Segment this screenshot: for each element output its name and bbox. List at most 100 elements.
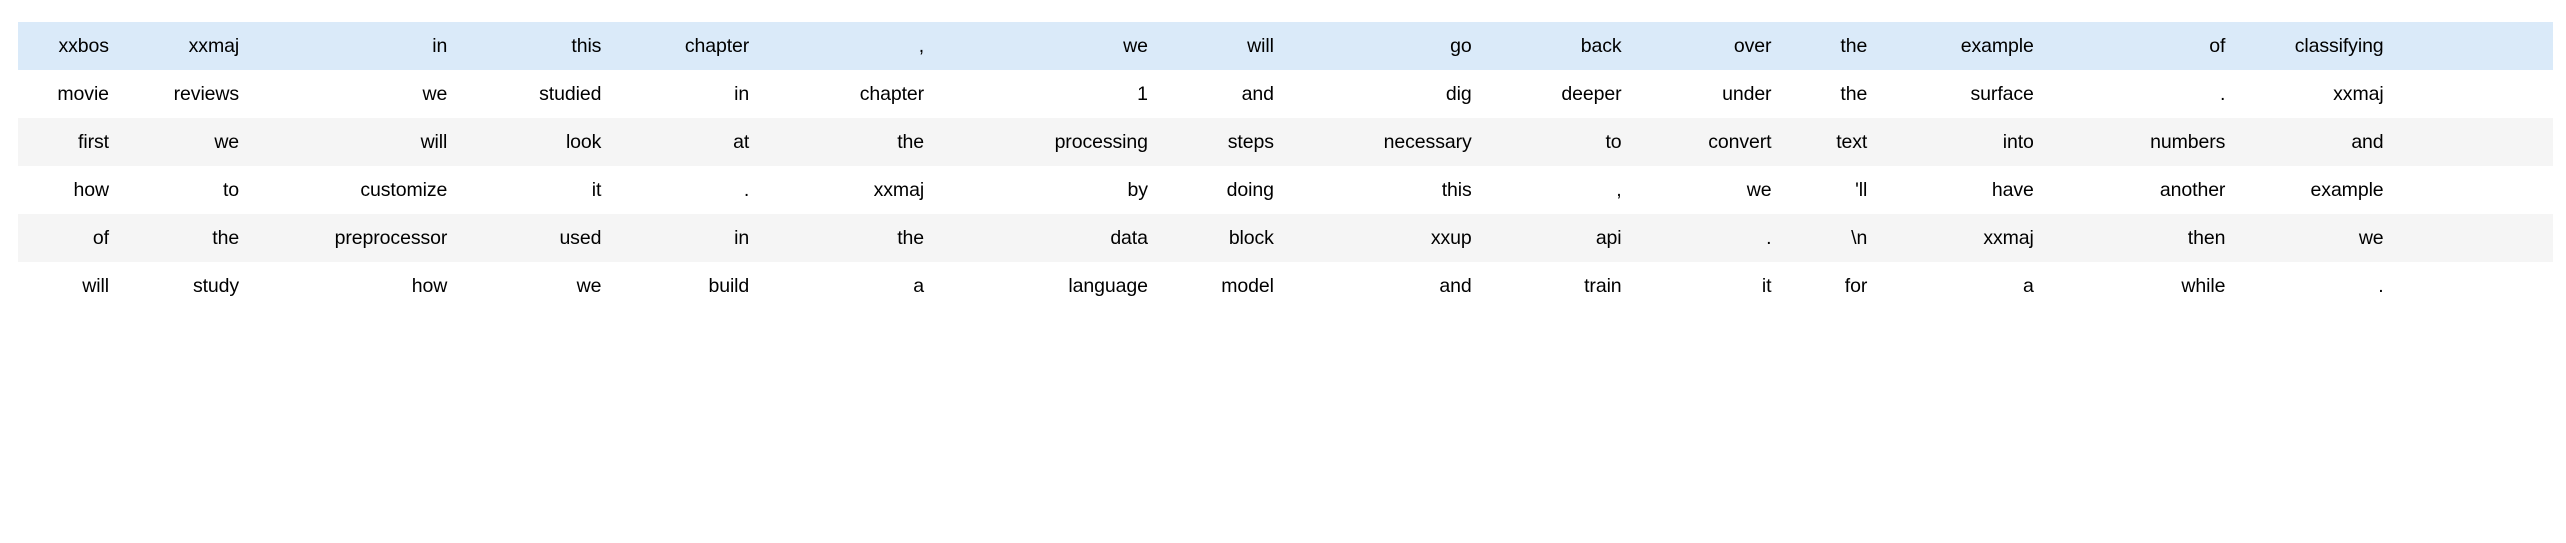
token-cell: example bbox=[2234, 166, 2393, 214]
token-cell: xxmaj bbox=[758, 166, 934, 214]
token-cell: a bbox=[758, 262, 934, 310]
token-cell: movie bbox=[18, 70, 118, 118]
token-cell: . bbox=[2234, 262, 2393, 310]
token-cell: doing bbox=[1156, 166, 1283, 214]
token-cell: another bbox=[2042, 166, 2235, 214]
token-cell: deeper bbox=[1480, 70, 1631, 118]
token-cell: first bbox=[18, 118, 118, 166]
token-cell: how bbox=[18, 166, 118, 214]
token-cell: 'll bbox=[1780, 166, 1877, 214]
token-cell: in bbox=[610, 70, 759, 118]
token-cell: we bbox=[933, 22, 1157, 70]
token-cell: we bbox=[456, 262, 611, 310]
token-cell: used bbox=[456, 214, 611, 262]
token-cell: preprocessor bbox=[248, 214, 457, 262]
token-cell: under bbox=[1630, 70, 1781, 118]
token-cell: over bbox=[1630, 22, 1781, 70]
token-cell: xxmaj bbox=[1876, 214, 2043, 262]
token-cell: 1 bbox=[933, 70, 1157, 118]
token-cell: at bbox=[610, 118, 759, 166]
token-cell: in bbox=[610, 214, 759, 262]
token-cell: study bbox=[117, 262, 249, 310]
token-cell: this bbox=[456, 22, 611, 70]
token-cell: and bbox=[1282, 262, 1481, 310]
token-cell: look bbox=[456, 118, 611, 166]
token-cell: language bbox=[933, 262, 1157, 310]
token-cell: we bbox=[117, 118, 249, 166]
token-cell: we bbox=[248, 70, 457, 118]
token-cell: \n bbox=[1780, 214, 1877, 262]
token-cell bbox=[2392, 262, 2553, 310]
token-cell: will bbox=[1156, 22, 1283, 70]
token-cell: data bbox=[933, 214, 1157, 262]
token-cell: into bbox=[1876, 118, 2043, 166]
token-cell: the bbox=[1780, 22, 1877, 70]
token-cell: steps bbox=[1156, 118, 1283, 166]
token-cell: . bbox=[2042, 70, 2235, 118]
token-cell: it bbox=[456, 166, 611, 214]
token-cell: the bbox=[758, 214, 934, 262]
token-cell: train bbox=[1480, 262, 1631, 310]
token-cell: block bbox=[1156, 214, 1283, 262]
token-cell: xxmaj bbox=[2234, 70, 2393, 118]
token-cell: to bbox=[117, 166, 249, 214]
token-cell: . bbox=[610, 166, 759, 214]
token-cell: the bbox=[117, 214, 249, 262]
token-cell: and bbox=[1156, 70, 1283, 118]
token-cell: classifying bbox=[2234, 22, 2393, 70]
token-cell bbox=[2392, 166, 2553, 214]
token-cell: have bbox=[1876, 166, 2043, 214]
token-cell: build bbox=[610, 262, 759, 310]
token-cell: the bbox=[1780, 70, 1877, 118]
token-cell: a bbox=[1876, 262, 2043, 310]
token-cell: by bbox=[933, 166, 1157, 214]
token-cell bbox=[2392, 70, 2553, 118]
token-cell: model bbox=[1156, 262, 1283, 310]
token-cell: will bbox=[248, 118, 457, 166]
token-cell bbox=[2392, 118, 2553, 166]
token-cell: chapter bbox=[758, 70, 934, 118]
token-cell: example bbox=[1876, 22, 2043, 70]
token-cell: numbers bbox=[2042, 118, 2235, 166]
token-cell: will bbox=[18, 262, 118, 310]
token-cell: customize bbox=[248, 166, 457, 214]
token-cell: convert bbox=[1630, 118, 1781, 166]
token-cell: while bbox=[2042, 262, 2235, 310]
token-cell: back bbox=[1480, 22, 1631, 70]
token-cell: we bbox=[2234, 214, 2393, 262]
token-cell: and bbox=[2234, 118, 2393, 166]
token-cell: necessary bbox=[1282, 118, 1481, 166]
token-cell: how bbox=[248, 262, 457, 310]
token-cell: the bbox=[758, 118, 934, 166]
token-cell: dig bbox=[1282, 70, 1481, 118]
token-cell: processing bbox=[933, 118, 1157, 166]
token-cell: for bbox=[1780, 262, 1877, 310]
token-cell: of bbox=[2042, 22, 2235, 70]
token-cell bbox=[2392, 22, 2553, 70]
token-cell: , bbox=[1480, 166, 1631, 214]
token-cell: to bbox=[1480, 118, 1631, 166]
token-cell: this bbox=[1282, 166, 1481, 214]
token-cell: text bbox=[1780, 118, 1877, 166]
token-cell: of bbox=[18, 214, 118, 262]
token-cell: in bbox=[248, 22, 457, 70]
token-cell: we bbox=[1630, 166, 1781, 214]
token-cell: , bbox=[758, 22, 934, 70]
token-cell: chapter bbox=[610, 22, 759, 70]
token-cell: it bbox=[1630, 262, 1781, 310]
token-cell: studied bbox=[456, 70, 611, 118]
token-cell: xxbos bbox=[18, 22, 118, 70]
token-cell: go bbox=[1282, 22, 1481, 70]
token-cell: reviews bbox=[117, 70, 249, 118]
token-cell bbox=[2392, 214, 2553, 262]
token-cell: api bbox=[1480, 214, 1631, 262]
